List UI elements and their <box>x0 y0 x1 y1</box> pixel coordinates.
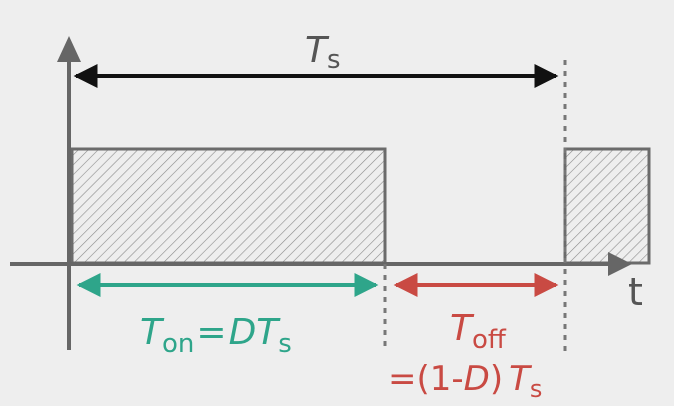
on-label-d: D <box>229 312 257 353</box>
time-axis-label: t <box>628 270 643 314</box>
off-label-sub: off <box>472 325 507 355</box>
off-time-formula: =(1-D)Ts <box>388 359 542 403</box>
on-label-sub: on <box>162 329 194 359</box>
on-label-eq: = <box>196 312 226 353</box>
off-formula-t: T <box>509 359 532 399</box>
off-time-label: Toff <box>450 308 507 355</box>
off-formula-pre: =(1- <box>388 359 464 399</box>
off-label-t: T <box>450 308 475 349</box>
on-pulse-2 <box>563 147 651 265</box>
off-formula-sub: s <box>530 375 543 403</box>
on-time-label: Ton=DTs <box>140 312 292 359</box>
x-axis-arrowhead <box>608 252 632 276</box>
period-label-main: T <box>305 30 330 71</box>
on-pulse-1 <box>70 147 387 265</box>
off-formula-d: D <box>464 359 490 399</box>
period-label: Ts <box>305 30 341 75</box>
y-axis-arrowhead <box>57 36 81 62</box>
on-label-t: T <box>140 312 165 353</box>
on-label-t2: T <box>256 312 281 353</box>
off-formula-post: ) <box>490 359 503 399</box>
period-label-sub: s <box>327 45 341 75</box>
on-label-sub2: s <box>278 329 292 359</box>
